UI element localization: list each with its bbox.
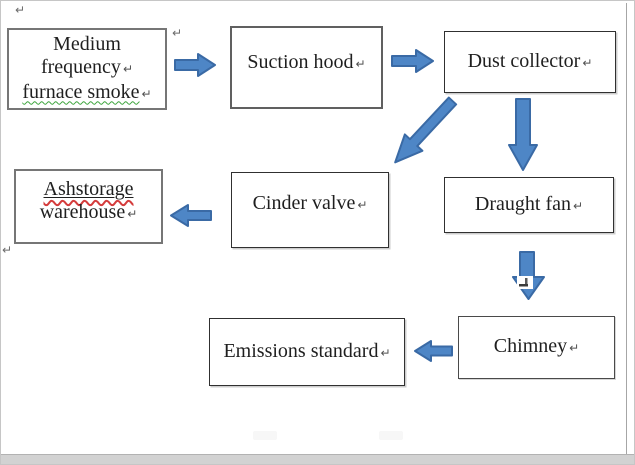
- return-mark: ↵: [380, 345, 391, 360]
- return-mark: ↵: [122, 61, 133, 76]
- arrow-left-icon: [413, 339, 453, 363]
- arrow-down-icon: [507, 98, 539, 172]
- node-label: frequency: [40, 55, 121, 78]
- return-mark: ↵: [355, 57, 366, 71]
- paragraph-return-mark: ↵: [15, 3, 26, 17]
- node-medium-frequency-furnace-smoke: Medium frequency↵ furnace smoke↵: [7, 28, 167, 110]
- return-mark: ↵: [582, 55, 593, 70]
- node-chimney: Chimney↵: [458, 316, 615, 379]
- node-emissions-standard: Emissions standard↵: [209, 318, 405, 386]
- node-label: Suction hood: [247, 51, 354, 73]
- artifact-smudge: [253, 431, 277, 440]
- arrow-right-icon: [391, 48, 434, 74]
- node-label: furnace smoke: [22, 80, 140, 103]
- arrow-left-icon: [169, 203, 212, 228]
- node-label: Medium: [53, 32, 121, 55]
- node-label: Draught fan: [474, 192, 571, 215]
- return-mark: ↵: [569, 341, 580, 355]
- node-label: Dust collector: [467, 49, 581, 72]
- node-suction-hood: Suction hood↵: [230, 26, 383, 109]
- page-bottom-band: [1, 454, 634, 464]
- node-label: warehouse: [39, 200, 126, 223]
- return-mark: ↵: [141, 86, 152, 101]
- node-label: Emissions standard: [223, 339, 379, 362]
- return-mark: ↵: [573, 198, 584, 213]
- return-mark: ↵: [127, 206, 138, 221]
- node-cinder-valve: Cinder valve↵: [231, 172, 389, 248]
- return-mark: ↵: [357, 198, 368, 212]
- page-right-border: [626, 3, 627, 455]
- artifact-smudge: [379, 431, 403, 440]
- node-ashstorage-warehouse: Ashstorage warehouse↵: [14, 169, 163, 244]
- arrow-down-left-icon: [383, 90, 464, 174]
- node-label: Ashstorage: [43, 177, 134, 200]
- paragraph-return-mark: ↵: [172, 26, 183, 40]
- arrow-right-icon: [174, 52, 216, 78]
- paragraph-return-mark: ↵: [2, 243, 13, 257]
- node-draught-fan: Draught fan↵: [444, 177, 614, 233]
- node-dust-collector: Dust collector↵: [444, 31, 616, 93]
- arrow-down-icon: [511, 251, 546, 301]
- node-label: Cinder valve: [252, 192, 356, 214]
- node-label: Chimney: [493, 335, 568, 357]
